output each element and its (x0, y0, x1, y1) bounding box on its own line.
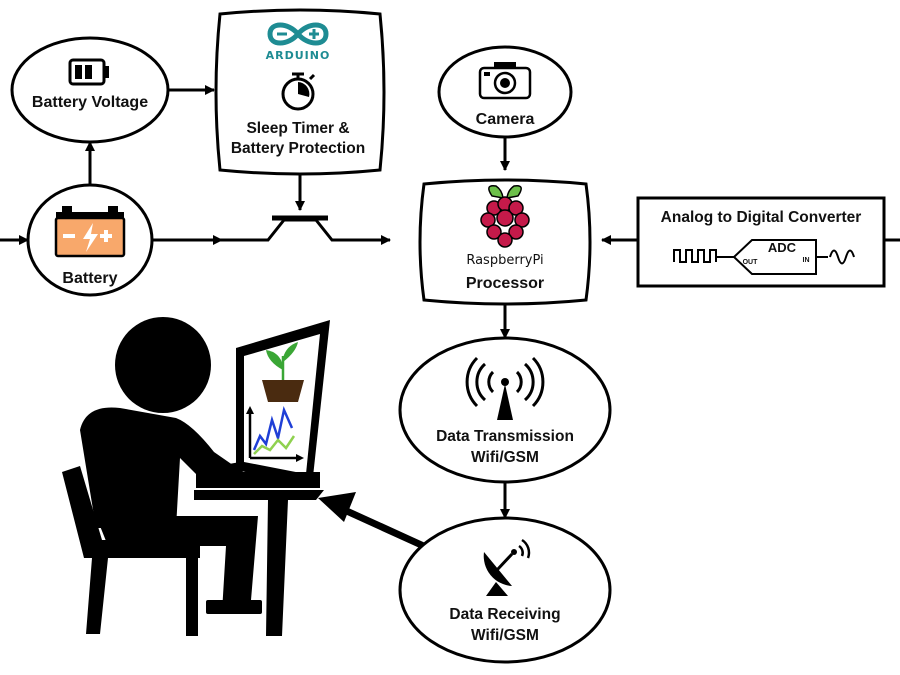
data-transmission-node: Data Transmission Wifi/GSM (398, 336, 612, 484)
processor-label: Processor (466, 275, 544, 292)
sleep-timer-line2: Battery Protection (231, 140, 365, 157)
desk (194, 490, 324, 636)
user-torso (80, 407, 240, 528)
camera-node: Camera (437, 45, 573, 139)
user-head-icon (115, 317, 211, 413)
user-legs (96, 516, 258, 612)
battery-voltage-label: Battery Voltage (32, 94, 148, 111)
satellite-dish-icon (483, 538, 531, 596)
battery-label: Battery (62, 270, 117, 287)
digital-square-wave-icon (673, 249, 717, 263)
adc-node: Analog to Digital Converter ADC OUT IN (636, 196, 886, 288)
battery-node: Battery (26, 183, 154, 297)
arduino-brand-text: ARDUINO (266, 49, 331, 62)
arduino-logo-icon (267, 22, 329, 46)
adc-chip-symbol: ADC OUT IN (732, 239, 817, 275)
camera-icon (478, 62, 532, 100)
sleep-timer-line1: Sleep Timer & (246, 120, 349, 137)
edge-receiving-to-user (338, 504, 430, 552)
data-receiving-line1: Data Receiving (449, 606, 560, 623)
wireless-tower-icon (465, 356, 545, 420)
transistor-switch (222, 218, 390, 242)
connectors (0, 85, 900, 519)
adc-in-label: IN (803, 257, 810, 264)
laptop-keyboard (196, 472, 320, 488)
battery-level-icon (68, 58, 109, 86)
data-transmission-line1: Data Transmission (436, 428, 574, 445)
data-receiving-node: Data Receiving Wifi/GSM (398, 516, 612, 664)
stopwatch-icon (281, 72, 316, 111)
data-receiving-line2: Wifi/GSM (471, 627, 539, 644)
adc-out-label: OUT (743, 259, 759, 266)
raspberrypi-brand-text: RaspberryPi (466, 253, 543, 268)
camera-label: Camera (476, 111, 535, 128)
battery-voltage-node: Battery Voltage (10, 36, 170, 144)
user-at-computer-illustration (62, 317, 330, 636)
raspberry-pi-logo-icon (480, 184, 530, 248)
adc-chip-label: ADC (768, 240, 797, 255)
chair (62, 466, 200, 634)
car-battery-icon (54, 206, 126, 258)
arrowhead-to-user (318, 492, 356, 522)
data-transmission-line2: Wifi/GSM (471, 449, 539, 466)
analog-sine-wave-icon (829, 249, 855, 265)
sleep-timer-node: ARDUINO Sleep Timer & Battery Protection (214, 8, 386, 176)
line-chart-icon (246, 405, 304, 462)
plant-pot-icon (262, 342, 304, 402)
processor-node: RaspberryPi Processor (418, 178, 592, 306)
adc-title: Analog to Digital Converter (661, 209, 862, 226)
